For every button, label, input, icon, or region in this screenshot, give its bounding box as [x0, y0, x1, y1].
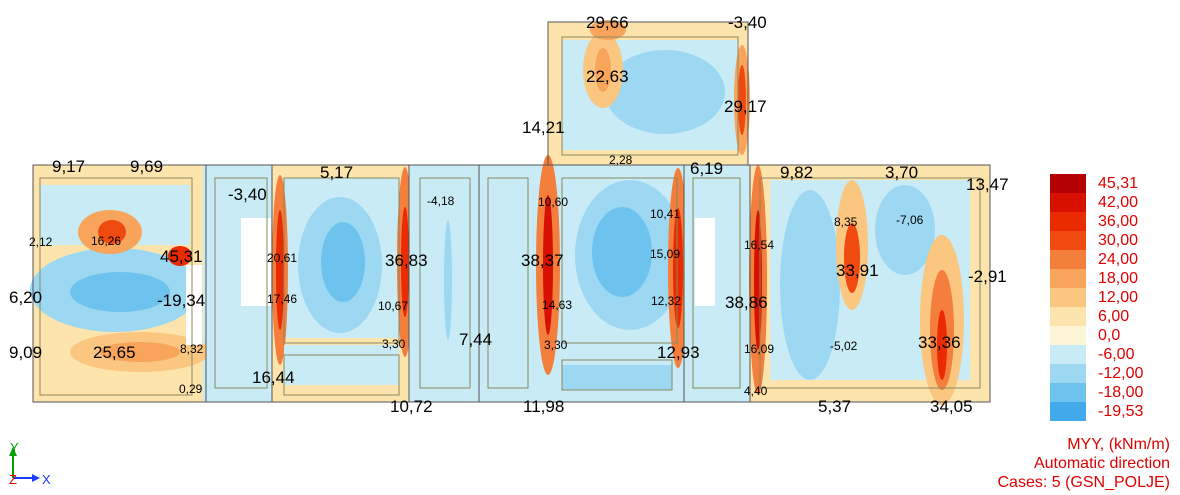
caption-cases: Cases: 5 (GSN_POLJE) — [997, 474, 1171, 491]
value-label: 7,44 — [459, 330, 492, 349]
legend-swatch — [1050, 402, 1086, 421]
value-labels: 29,66 -3,40 22,63 29,17 14,21 2,28 6,19 9,17 9,6… — [9, 13, 1009, 416]
axis-triad: Y Z X — [9, 440, 51, 487]
x-axis-label: X — [42, 472, 51, 487]
value-label: 16,54 — [744, 238, 774, 252]
legend-value: 45,31 — [1098, 175, 1138, 192]
value-label: 34,05 — [930, 397, 973, 416]
value-label: -3,40 — [728, 13, 767, 32]
panel-outlines — [32, 21, 991, 403]
value-label: 20,61 — [267, 251, 297, 265]
legend-caption: MYY, (kNm/m) Automatic direction Cases: … — [998, 435, 1171, 492]
value-label: 8,32 — [180, 342, 204, 356]
value-label: 5,17 — [320, 163, 353, 182]
legend-swatch — [1050, 288, 1086, 307]
value-label: 15,09 — [650, 247, 680, 261]
value-label: 22,63 — [586, 67, 629, 86]
value-label: 16,44 — [252, 368, 295, 387]
value-label: 29,17 — [724, 97, 767, 116]
legend-value: 18,00 — [1098, 270, 1138, 287]
value-label: 38,37 — [521, 251, 564, 270]
value-label: 13,47 — [966, 175, 1009, 194]
legend-swatch — [1050, 212, 1086, 231]
value-label: 12,93 — [657, 343, 700, 362]
legend-swatch — [1050, 345, 1086, 364]
legend-swatch — [1050, 383, 1086, 402]
legend-value: 12,00 — [1098, 289, 1138, 306]
value-label: 17,46 — [267, 292, 297, 306]
value-label: 25,65 — [93, 343, 136, 362]
value-label: 45,31 — [160, 247, 203, 266]
value-label: 33,36 — [918, 333, 961, 352]
value-label: 9,82 — [780, 163, 813, 182]
value-label: 38,86 — [725, 293, 768, 312]
legend-swatch — [1050, 193, 1086, 212]
value-label: 6,20 — [9, 288, 42, 307]
value-label: 10,41 — [650, 207, 680, 221]
value-label: 33,91 — [836, 261, 879, 280]
value-label: 3,70 — [885, 163, 918, 182]
value-label: 10,67 — [378, 299, 408, 313]
value-label: 5,37 — [818, 397, 851, 416]
value-label: 36,83 — [385, 251, 428, 270]
legend-swatch — [1050, 364, 1086, 383]
value-label: 9,17 — [52, 157, 85, 176]
legend-value: 6,00 — [1098, 308, 1129, 325]
value-label: 14,21 — [522, 118, 565, 137]
value-label: 0,29 — [179, 382, 203, 396]
value-label: 29,66 — [586, 13, 629, 32]
value-label: -3,40 — [228, 185, 267, 204]
legend-value: -12,00 — [1098, 365, 1143, 382]
legend-swatch — [1050, 326, 1086, 345]
caption-quantity: MYY, (kNm/m) — [1067, 436, 1170, 453]
legend-value: 0,0 — [1098, 327, 1120, 344]
legend-swatch — [1050, 269, 1086, 288]
legend-value: 42,00 — [1098, 194, 1138, 211]
value-label: -19,34 — [157, 291, 205, 310]
value-label: 11,98 — [523, 397, 564, 416]
legend-value: -6,00 — [1098, 346, 1135, 363]
value-label: -7,06 — [896, 213, 924, 227]
value-label: 4,40 — [744, 384, 768, 398]
value-label: 2,28 — [609, 153, 633, 167]
legend-value: -18,00 — [1098, 384, 1143, 401]
legend: 45,31 42,00 36,00 30,00 24,00 18,00 12,00 6,00 0… — [1050, 174, 1143, 421]
value-label: 8,35 — [834, 215, 858, 229]
value-label: 10,60 — [538, 195, 568, 209]
value-label: 3,30 — [382, 337, 406, 351]
value-label: 14,63 — [542, 298, 572, 312]
z-axis-label: Z — [9, 472, 17, 487]
value-label: 16,09 — [744, 342, 774, 356]
legend-value: 24,00 — [1098, 251, 1138, 268]
value-label: -5,02 — [830, 339, 858, 353]
value-label: 3,30 — [544, 338, 568, 352]
legend-value: -19,53 — [1098, 403, 1143, 420]
legend-swatch — [1050, 174, 1086, 193]
value-label: -2,91 — [968, 267, 1007, 286]
value-label: 9,09 — [9, 343, 42, 362]
contour-field — [30, 20, 990, 405]
value-label: -4,18 — [427, 194, 455, 208]
value-label: 6,19 — [690, 159, 723, 178]
legend-swatch — [1050, 231, 1086, 250]
value-label: 9,69 — [130, 157, 163, 176]
y-axis-label: Y — [10, 440, 19, 455]
value-label: 12,32 — [651, 294, 681, 308]
caption-direction: Automatic direction — [1033, 455, 1170, 472]
value-label: 16,26 — [91, 234, 121, 248]
legend-value: 30,00 — [1098, 232, 1138, 249]
value-label: 2,12 — [29, 235, 53, 249]
legend-swatch — [1050, 307, 1086, 326]
legend-swatch — [1050, 250, 1086, 269]
legend-value: 36,00 — [1098, 213, 1138, 230]
value-label: 10,72 — [390, 397, 433, 416]
